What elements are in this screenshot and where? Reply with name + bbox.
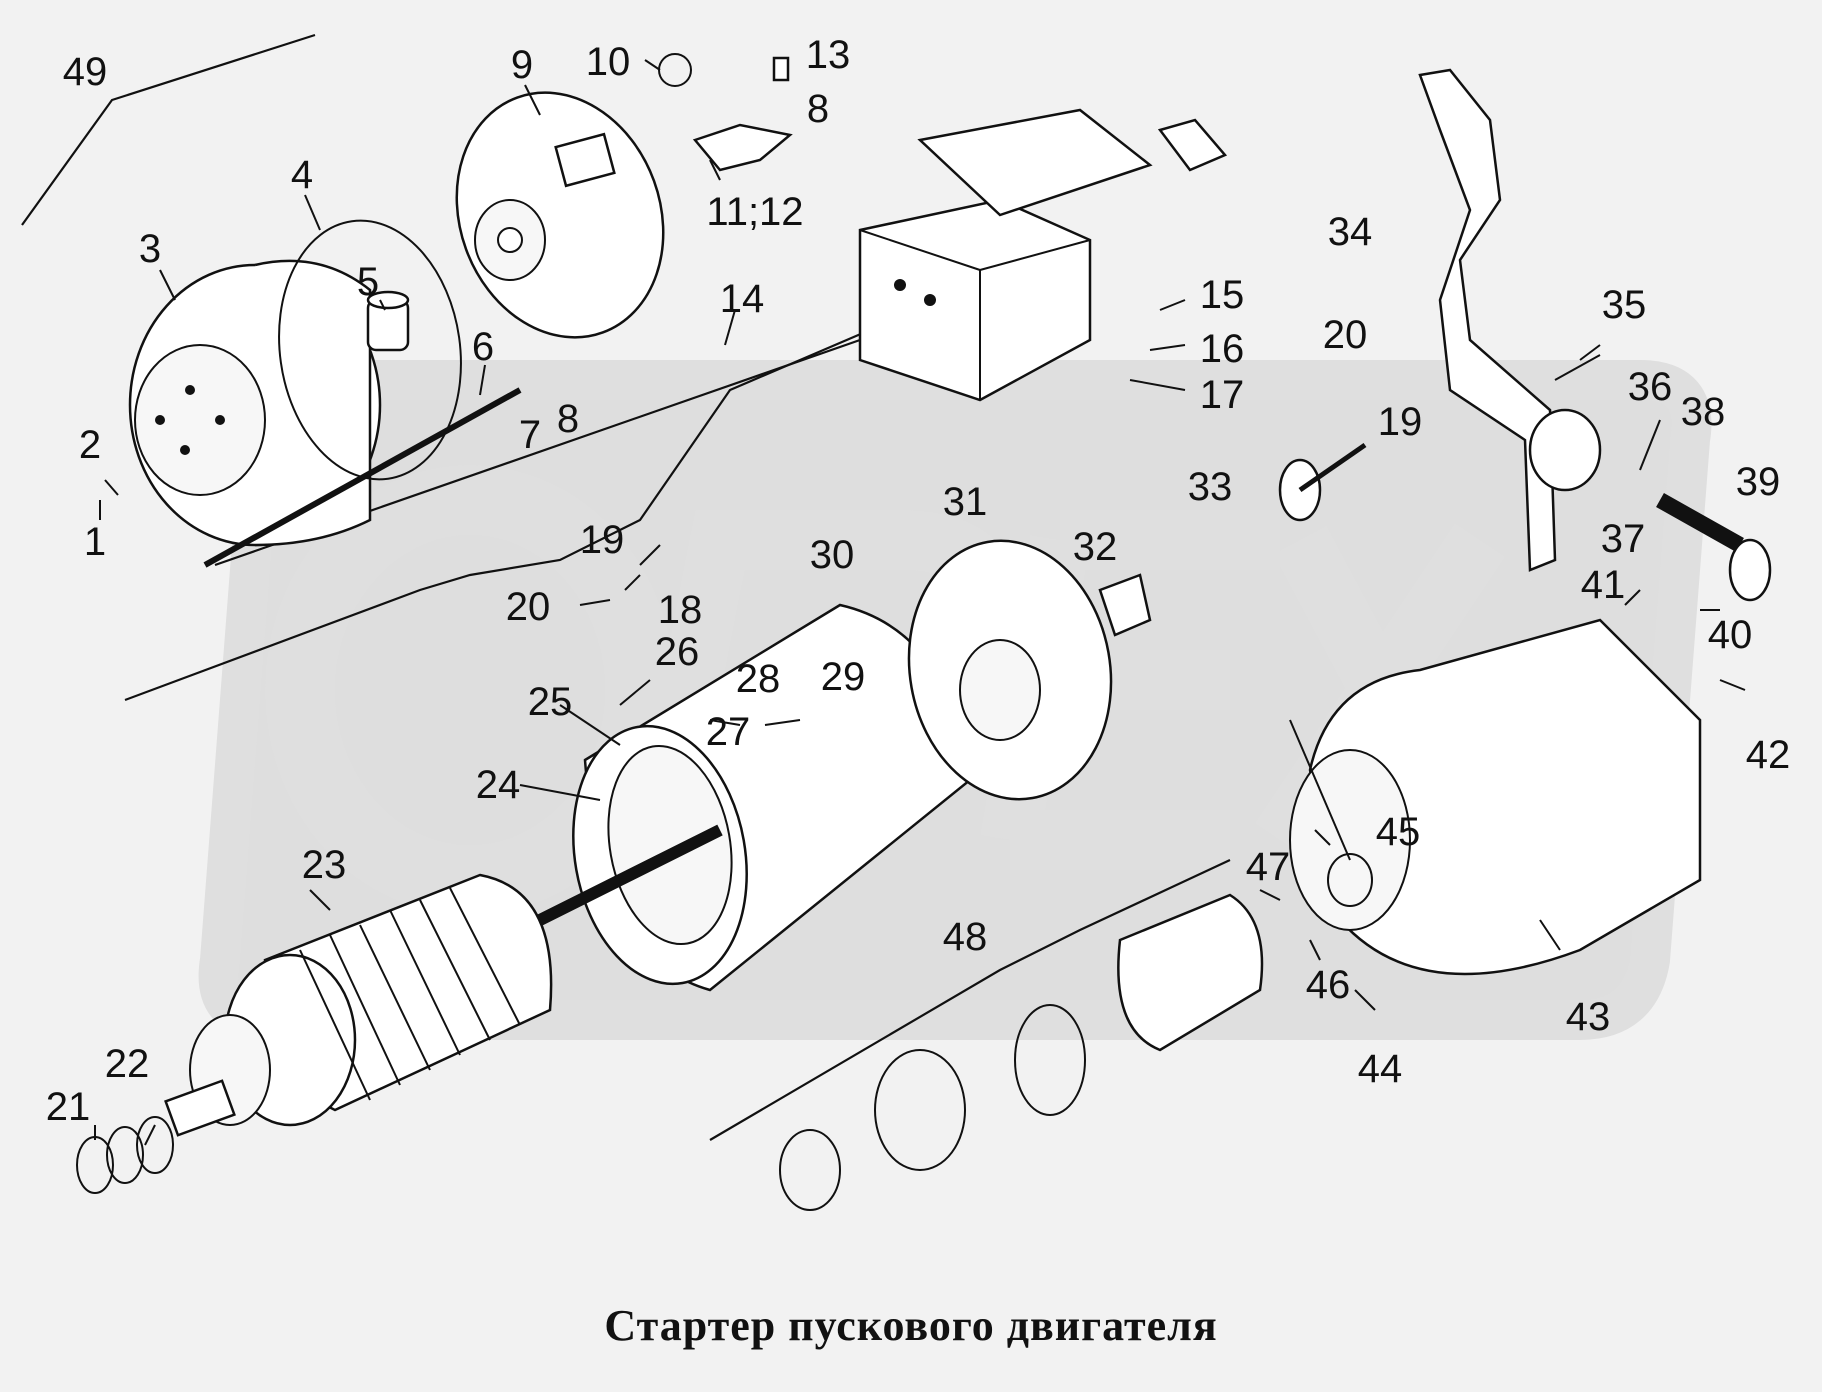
callout-c10: 10 [586,40,631,84]
callout-c42: 42 [1746,733,1791,777]
callout-c41: 41 [1581,563,1626,607]
callout-c7: 7 [519,413,541,457]
armature-23 [164,824,723,1137]
bushing-5 [366,290,410,352]
callout-c14: 14 [720,277,765,321]
adjusting-screw-39 [1656,493,1772,602]
callout-c43: 43 [1566,995,1611,1039]
callout-c20b: 20 [1323,313,1368,357]
diagram-title: Стартер пускового двигателя [604,1301,1218,1350]
brush-clip-11-12 [692,123,793,172]
callout-c8b: 8 [807,87,829,131]
callout-c47: 47 [1246,845,1291,889]
callout-c33: 33 [1188,465,1233,509]
callout-c35: 35 [1602,283,1647,327]
callout-c24: 24 [476,763,521,807]
callout-c49: 49 [63,50,108,94]
callout-c6: 6 [472,325,494,369]
callout-c44: 44 [1358,1047,1403,1091]
callout-c25: 25 [528,680,573,724]
bushing-32 [1098,573,1152,637]
callout-c36: 36 [1628,365,1673,409]
callout-c19b: 19 [1378,400,1423,444]
callout-c19a: 19 [580,518,625,562]
callout-c40: 40 [1708,613,1753,657]
callout-c16: 16 [1200,327,1245,371]
callout-c37: 37 [1601,517,1646,561]
callout-c46: 46 [1306,963,1351,1007]
gasket-4 [278,219,462,481]
end-cover-3 [128,259,382,547]
callout-c15: 15 [1200,273,1245,317]
drive-housing-43 [1289,618,1702,976]
callout-c21: 21 [46,1085,91,1129]
solenoid-housing [858,108,1153,402]
callout-c4: 4 [291,153,313,197]
callout-c34: 34 [1328,210,1373,254]
callout-c26: 26 [655,630,700,674]
callout-c8a: 8 [557,397,579,441]
brush-holder-9 [455,91,665,339]
callout-c38: 38 [1681,390,1726,434]
callout-c27: 27 [706,710,751,754]
callout-c28: 28 [736,657,781,701]
leader-lines [94,59,1746,1146]
callout-c5: 5 [357,260,379,304]
callout-c39: 39 [1736,460,1781,504]
callout-c18: 18 [658,588,703,632]
callout-c32: 32 [1073,525,1118,569]
callout-c17: 17 [1200,373,1245,417]
callout-c29: 29 [821,655,866,699]
callout-c1112: 11;12 [706,190,803,234]
callout-c45: 45 [1376,810,1421,854]
spring-10 [658,53,692,87]
washers-21-22 [76,1116,174,1194]
lever-34 [1418,68,1557,572]
clutch-48 [779,893,1264,1211]
callout-c13: 13 [806,33,851,77]
bracket-plate [1157,118,1228,172]
spring-36 [1528,408,1602,492]
callout-c22: 22 [105,1042,150,1086]
callout-c2: 2 [79,423,101,467]
callout-c31: 31 [943,480,988,524]
callout-c48: 48 [943,915,988,959]
end-plate-31 [907,539,1113,801]
screw-13 [772,56,790,82]
callout-c20a: 20 [506,585,551,629]
callout-c30: 30 [810,533,855,577]
callout-c3: 3 [139,227,161,271]
tie-bolt-6 [203,387,522,568]
callout-c1: 1 [84,520,106,564]
callout-c9: 9 [511,43,533,87]
callout-c23: 23 [302,843,347,887]
bolt-33 [1278,442,1367,522]
